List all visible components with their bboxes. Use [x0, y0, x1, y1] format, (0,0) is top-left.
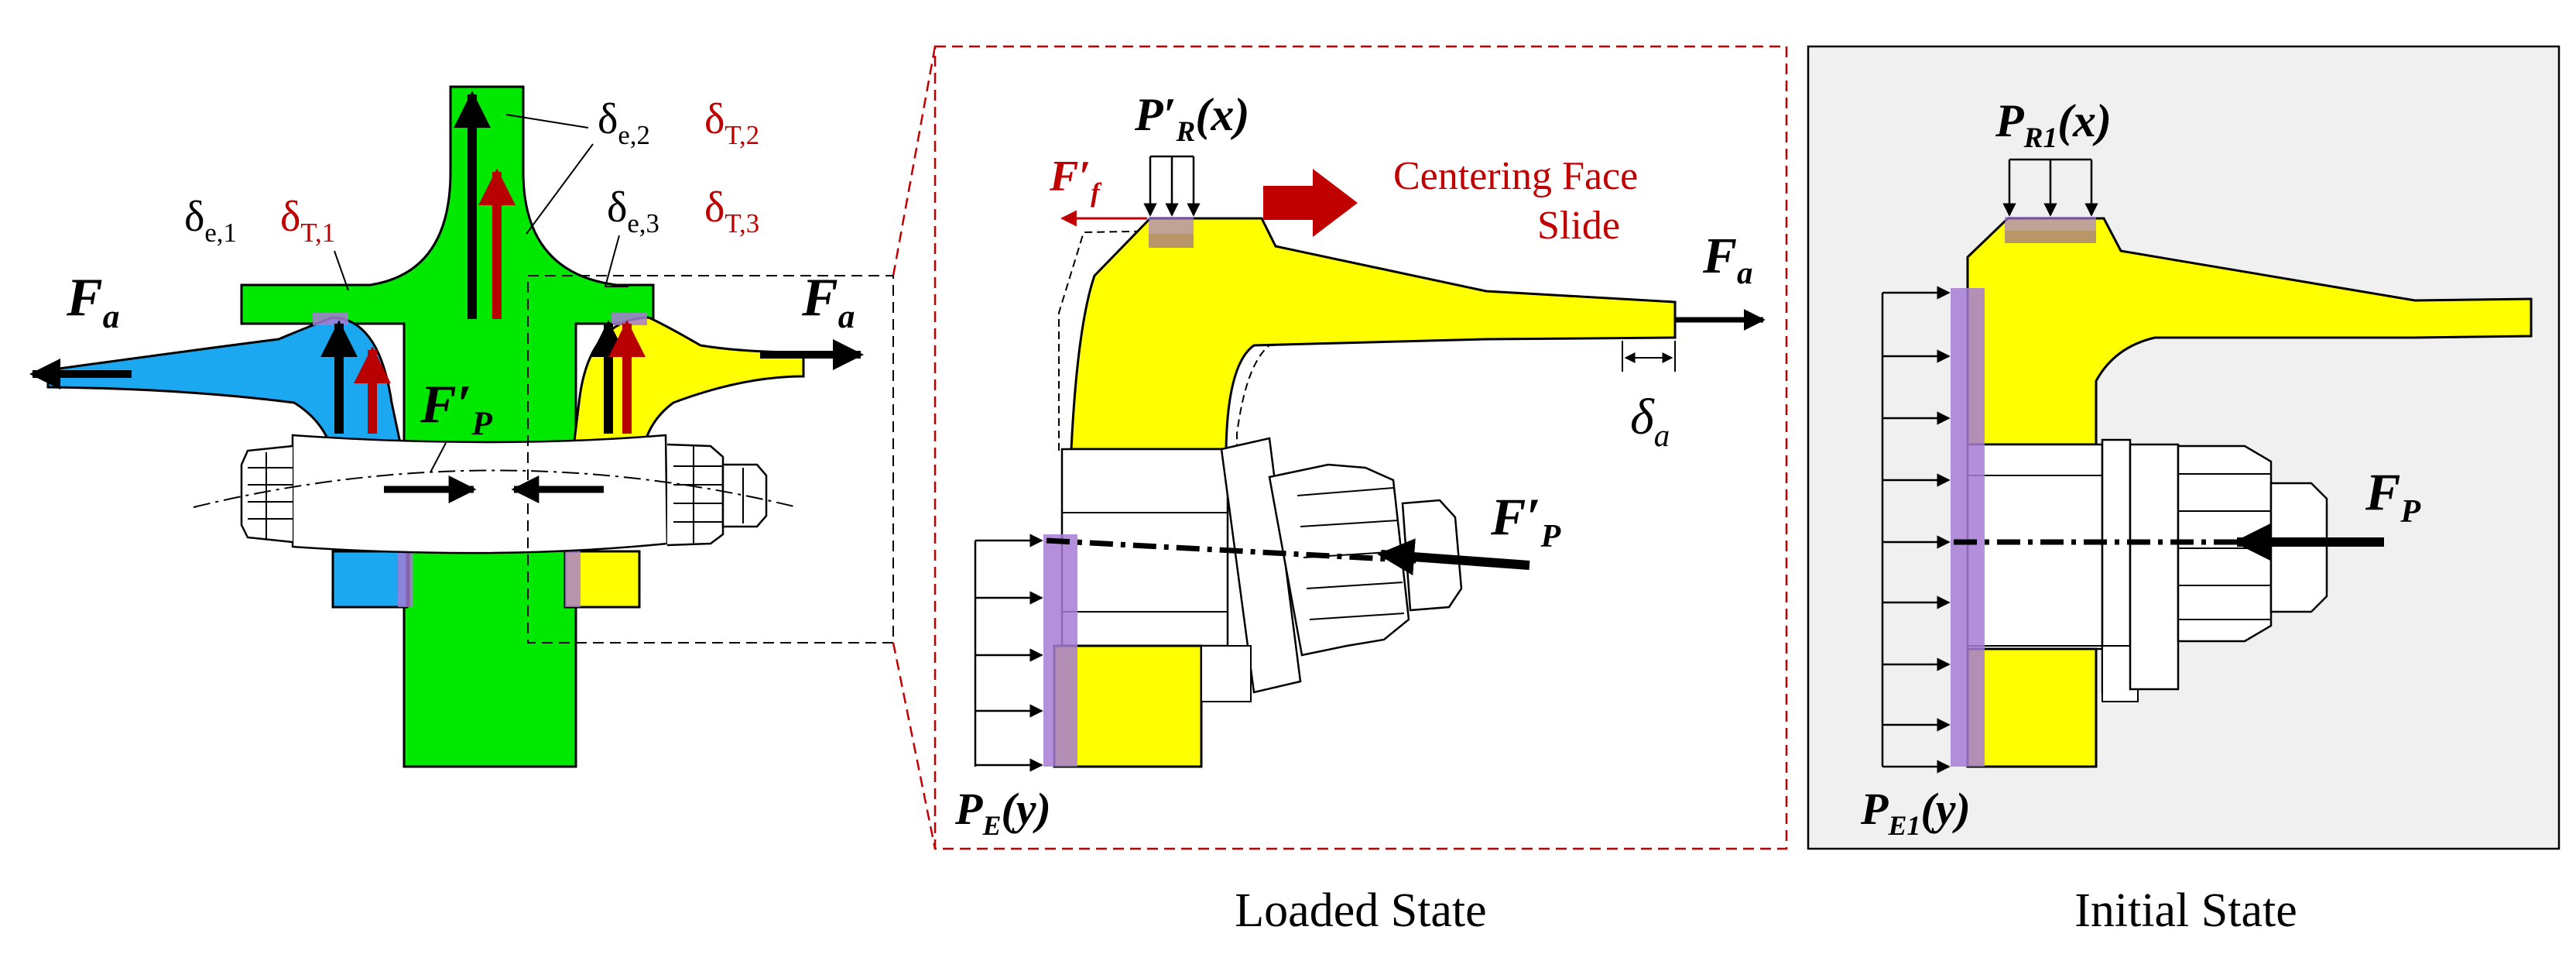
label-de3: δe,3 [607, 184, 659, 239]
label-loaded-fp-prime: F′P [1490, 487, 1561, 554]
loaded-pr-arrows [1143, 155, 1201, 217]
initial-nut [2269, 482, 2328, 613]
label-centering-1: Centering Face [1393, 154, 1638, 198]
label-fa-right: Fa [801, 268, 855, 335]
blue-flange [46, 316, 410, 607]
label-ff-prime: F′f [1049, 153, 1102, 208]
initial-purple-strip [1951, 288, 1985, 767]
loaded-spline [1268, 463, 1410, 657]
initial-bolt-shank [2129, 443, 2180, 691]
zoom-connectors [892, 46, 937, 849]
label-dt1: δT,1 [280, 193, 335, 248]
label-centering-2: Slide [1537, 204, 1620, 248]
initial-contact-top-inner [2005, 231, 2096, 243]
label-de2: δe,2 [598, 95, 650, 150]
label-pr-prime: P′R(x) [1134, 89, 1249, 148]
label-delta-a: δa [1630, 389, 1670, 453]
loaded-pe-arrows [974, 534, 1043, 772]
bolt-left-spline-lines [248, 452, 293, 539]
loaded-flange [1070, 217, 1677, 451]
caption-loaded: Loaded State [1235, 884, 1486, 937]
label-dt2: δT,2 [704, 95, 759, 150]
label-pe1: PE1(y) [1860, 784, 1971, 841]
label-de1: δe,1 [184, 193, 237, 248]
label-pr1: PR1(x) [1995, 95, 2112, 154]
delta-a-dimension [1622, 341, 1676, 372]
label-dt3: δT,3 [704, 184, 759, 239]
bolt-right-spline [666, 443, 724, 547]
initial-state-panel: PR1(x) FP PE1(y) Initial State [1807, 45, 2561, 937]
initial-flange [1966, 217, 2533, 446]
label-fp: FP [2365, 462, 2421, 530]
loaded-fp-prime-arrow [1377, 538, 1530, 576]
blue-lower-block [331, 550, 409, 609]
loaded-bolt-head [1220, 437, 1302, 694]
label-loaded-fa: Fa [1702, 228, 1752, 290]
bolt-body [291, 434, 669, 554]
bolt-nut [721, 463, 768, 528]
zoom-region [527, 275, 894, 644]
leader-lines [334, 114, 629, 473]
initial-pr1-arrows [2002, 158, 2098, 217]
initial-pe1-arrows [1881, 286, 1951, 774]
loaded-contact-top-inner [1149, 234, 1194, 248]
contact-right [611, 313, 647, 325]
caption-initial: Initial State [2074, 884, 2297, 937]
label-fp-prime-left: F′P [420, 375, 492, 442]
loaded-state-panel: P′R(x) F′f Centering Face Slide Fa δa F′… [933, 45, 1788, 937]
initial-lower-block [1966, 647, 2098, 768]
bolt-right-spline-lines [673, 446, 723, 544]
slide-arrow [1263, 169, 1358, 237]
label-pe: PE(y) [954, 784, 1051, 841]
label-fa-left: Fa [66, 268, 119, 335]
loaded-purple-strip [1043, 534, 1077, 767]
loaded-centerline [1046, 537, 1417, 564]
loaded-bolt-washer [1201, 645, 1252, 702]
contact-left [313, 313, 348, 325]
left-assembly: Fa Fa F′P δe,1 δT,1 δe,2 δT,2 δe,3 δT,3 [29, 85, 894, 768]
